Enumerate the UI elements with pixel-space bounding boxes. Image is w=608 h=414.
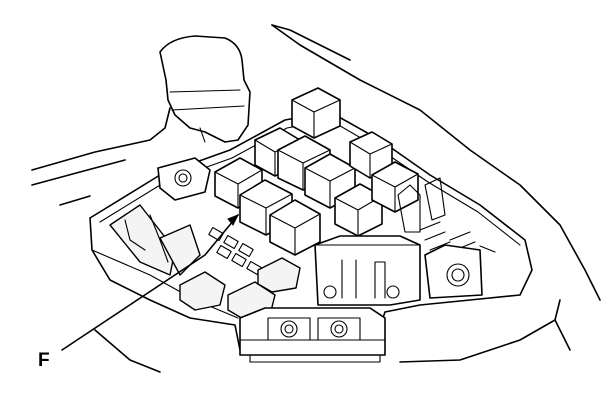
callout-f-leader: [61, 214, 240, 351]
connector-block-right: [397, 177, 483, 299]
engine-bay-outline: [31, 24, 601, 373]
relay-row: [214, 87, 419, 256]
left-slot-panel: [109, 204, 201, 276]
connector-block-center: [314, 235, 421, 306]
callout-label-f: F: [38, 350, 50, 371]
terminal-block-bottom: [239, 307, 386, 363]
reservoir: [159, 35, 251, 143]
mounting-bracket: [157, 157, 211, 201]
